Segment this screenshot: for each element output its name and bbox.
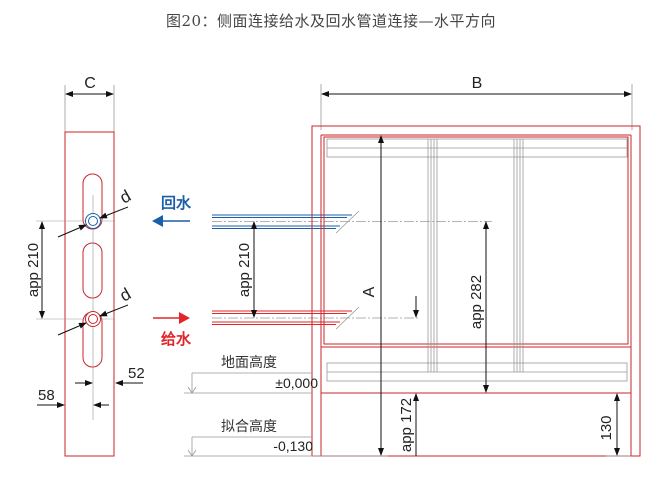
outer-frame: [311, 125, 641, 457]
level-fitted-name: 拟合高度: [221, 418, 277, 435]
diameter-leader: [57, 322, 87, 336]
lower-height-label: app 172: [398, 398, 415, 452]
offset-left-label: 58: [38, 387, 55, 404]
slot: [82, 173, 103, 230]
side-body: [64, 131, 115, 457]
supply-pipe-inner: [88, 314, 98, 324]
supply-label: 给水: [161, 330, 192, 348]
level-fitted-value: -0,130: [273, 438, 313, 454]
level-ground-name: 地面高度: [221, 354, 277, 371]
dimension-c-label: C: [84, 75, 96, 92]
leg-height-label: 130: [598, 415, 615, 440]
return-pipe-outer: [85, 213, 101, 229]
return-pipe-inner: [88, 216, 98, 226]
break-mark: [335, 210, 360, 234]
supply-arrow-icon: [179, 312, 190, 324]
upper-panel: [323, 136, 629, 345]
return-pipes: [212, 210, 492, 234]
figure-title: 图20：侧面连接给水及回水管道连接—水平方向: [165, 12, 497, 30]
front-pipe-spacing-label: app 210: [236, 243, 253, 297]
level-ground: 地面高度 ±0,000: [184, 354, 318, 394]
diameter-leader: [99, 206, 129, 219]
supply-pipe-outer: [85, 311, 101, 327]
vertical-bar-left: [427, 139, 438, 372]
offset-right-label: 52: [128, 365, 145, 382]
level-fitted: 拟合高度 -0,130: [184, 418, 388, 457]
diameter-label-supply: d: [117, 284, 135, 305]
diameter-leader: [57, 224, 87, 238]
vertical-bar-right: [513, 139, 524, 372]
flow-legend: 回水 给水: [152, 194, 192, 348]
diameter-leader: [99, 304, 129, 317]
upper-height-label: app 282: [468, 275, 485, 329]
return-arrow-icon: [152, 215, 163, 227]
break-mark: [335, 306, 360, 330]
dimension-b-label: B: [472, 75, 483, 92]
supply-pipes: [212, 306, 420, 330]
level-ground-value: ±0,000: [275, 375, 318, 391]
side-pipe-spacing-label: app 210: [25, 243, 42, 297]
side-view: C d d app 210 52 58: [25, 75, 145, 457]
slot: [82, 242, 103, 299]
dimension-a-label: A: [361, 286, 378, 297]
front-view: B A app 282: [311, 75, 641, 457]
diameter-label-return: d: [117, 186, 135, 207]
return-label: 回水: [161, 194, 192, 212]
